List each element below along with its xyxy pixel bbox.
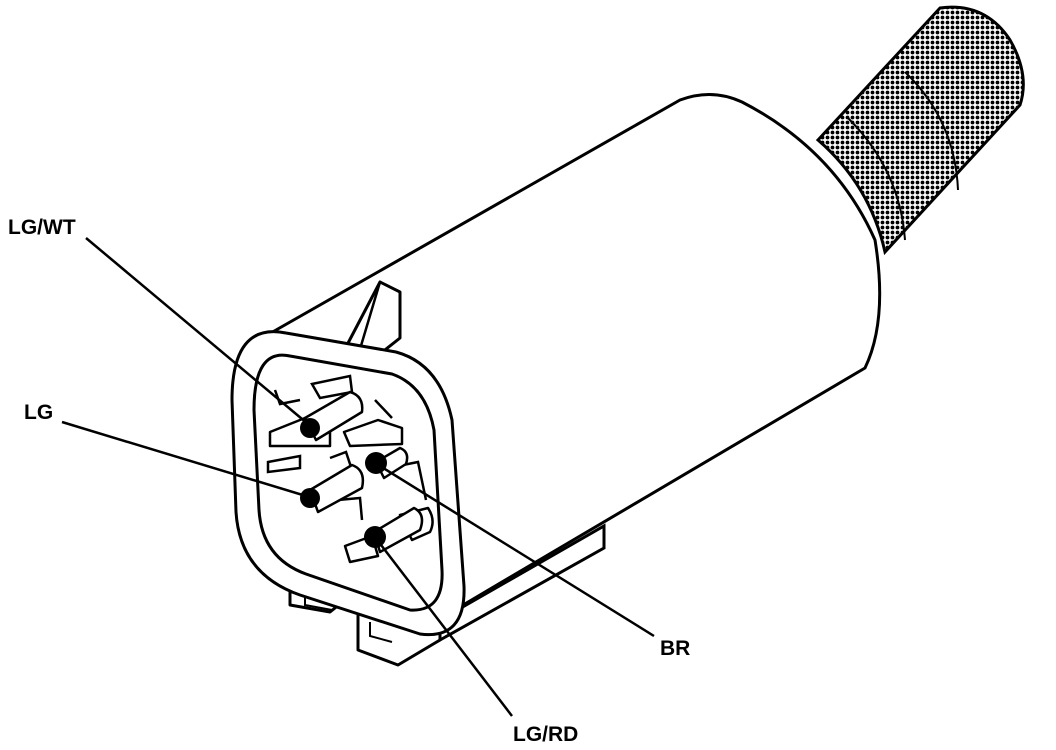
callout-lg-wt: LG/WT: [8, 216, 76, 239]
leader-lines: [61, 237, 655, 717]
leader-br: [379, 464, 655, 638]
pin-br-tip: [365, 452, 387, 474]
leader-lg-wt: [85, 237, 309, 425]
cable-braid: [815, 5, 1025, 256]
leader-lg-rd: [377, 540, 513, 717]
callout-lg: LG: [24, 401, 54, 424]
callout-br: BR: [660, 637, 691, 660]
leader-lg: [61, 420, 307, 498]
pin-lg-tip: [300, 488, 320, 508]
callout-lg-rd: LG/RD: [513, 723, 579, 746]
pin-lg-rd-tip: [364, 526, 386, 548]
terminal-array: [266, 374, 434, 564]
